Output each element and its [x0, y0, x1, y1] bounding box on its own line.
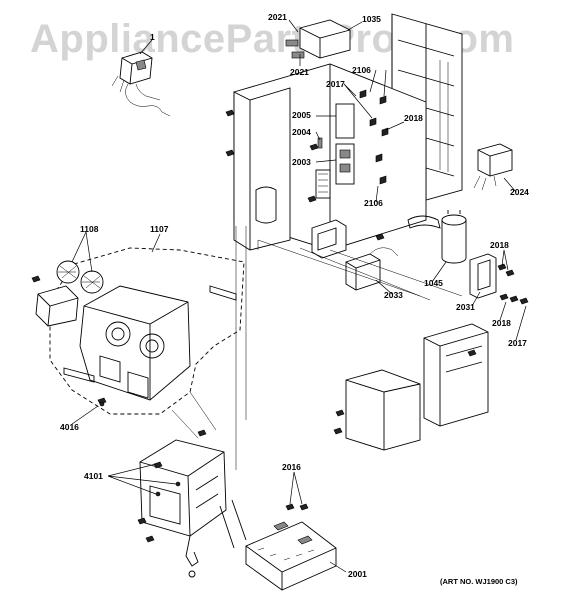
callout-2001: 2001: [348, 569, 367, 579]
part-1107-dashed-assembly-outline: [49, 247, 245, 415]
callout-4101: 4101: [84, 471, 103, 481]
part-2024-transformer-drawing: [473, 143, 513, 191]
callout-2003: 2003: [292, 157, 311, 167]
callout-2017-top: 2017: [326, 79, 345, 89]
callout-2021-top: 2021: [268, 12, 287, 22]
callout-2021-lower: 2021: [290, 67, 309, 77]
part-1108-knobs-drawing: [56, 260, 104, 294]
assembly-lines: [171, 226, 463, 470]
callout-2016: 2016: [282, 462, 301, 472]
callout-1108: 1108: [80, 224, 99, 234]
callout-2024: 2024: [510, 187, 529, 197]
main-control-panel-drawing: [225, 63, 427, 251]
dispenser-assembly-drawing: [31, 275, 237, 407]
callout-leaders: [71, 19, 527, 573]
callout-2033: 2033: [384, 290, 403, 300]
callout-1035: 1035: [362, 14, 381, 24]
part-4101-bracket-drawing: [137, 429, 227, 578]
part-1-relay-drawing: [111, 51, 171, 117]
callout-2106-top: 2106: [352, 65, 371, 75]
callout-1107: 1107: [150, 224, 169, 234]
part-2031-bracket-drawing: [469, 253, 529, 305]
part-1045-capacitor-drawing: [407, 210, 467, 264]
callout-labels: 1 2021 2021 1035 2106 2017 2005 2004 200…: [60, 12, 529, 586]
callout-2018-lower: 2018: [492, 318, 511, 328]
callout-2031: 2031: [456, 302, 475, 312]
part-2001-board-drawing: [219, 499, 337, 591]
callout-1: 1: [150, 32, 155, 42]
callout-4016: 4016: [60, 422, 79, 432]
art-number: (ART NO. WJ1900 C3): [440, 577, 518, 586]
lower-right-housing-drawing: [333, 323, 489, 451]
callout-2018-top: 2018: [404, 113, 423, 123]
callout-2106-lower: 2106: [364, 198, 383, 208]
callout-2004: 2004: [292, 127, 311, 137]
callout-2017-right: 2017: [508, 338, 527, 348]
callout-1045: 1045: [424, 278, 443, 288]
callout-2005: 2005: [292, 110, 311, 120]
part-2033-and-housing-drawing: [311, 219, 399, 291]
callout-2018-right: 2018: [490, 240, 509, 250]
